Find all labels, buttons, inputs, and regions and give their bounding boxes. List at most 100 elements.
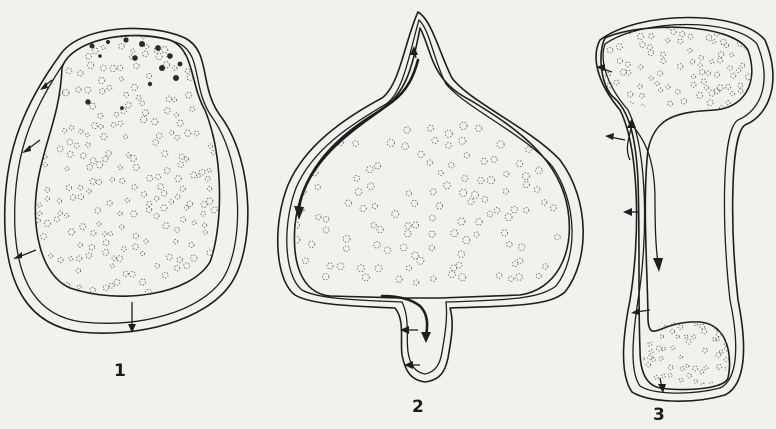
granule bbox=[620, 18, 626, 24]
granule bbox=[641, 357, 645, 361]
granule bbox=[377, 226, 383, 232]
granule bbox=[662, 374, 666, 378]
granule bbox=[115, 30, 120, 35]
granule bbox=[154, 213, 159, 218]
granule bbox=[103, 232, 107, 236]
granule bbox=[133, 164, 139, 170]
granule bbox=[114, 279, 120, 285]
figure-3-label: 3 bbox=[653, 407, 665, 424]
granule bbox=[174, 113, 178, 117]
granule bbox=[699, 69, 704, 74]
dark-granule bbox=[173, 75, 179, 81]
granule bbox=[738, 89, 743, 94]
granule bbox=[703, 348, 708, 353]
granule bbox=[668, 374, 672, 378]
granule bbox=[427, 160, 432, 165]
granule bbox=[109, 232, 113, 236]
granule bbox=[205, 176, 210, 181]
granule bbox=[74, 143, 79, 148]
granule bbox=[134, 63, 140, 69]
granule bbox=[34, 151, 40, 157]
granule bbox=[85, 87, 91, 93]
granule bbox=[451, 230, 458, 237]
granule bbox=[76, 87, 81, 92]
figure-3-wall-inner-line bbox=[603, 25, 764, 394]
granule bbox=[156, 133, 162, 139]
granule bbox=[534, 187, 540, 193]
granule bbox=[509, 276, 514, 281]
granule bbox=[697, 92, 703, 98]
granule bbox=[449, 271, 456, 278]
granule bbox=[651, 358, 655, 362]
granule bbox=[199, 169, 205, 175]
granule bbox=[458, 251, 465, 258]
granule bbox=[689, 313, 694, 318]
granule bbox=[178, 162, 184, 168]
granule bbox=[413, 280, 418, 285]
granule bbox=[175, 266, 180, 271]
granule bbox=[721, 39, 727, 45]
granule bbox=[700, 370, 704, 374]
granule bbox=[702, 329, 707, 334]
granule bbox=[691, 82, 696, 87]
granule bbox=[360, 205, 366, 211]
granule bbox=[660, 335, 663, 338]
granule bbox=[89, 245, 95, 251]
granule bbox=[87, 164, 93, 170]
granule bbox=[429, 231, 435, 237]
granule bbox=[430, 215, 436, 221]
granule bbox=[206, 198, 212, 204]
granule bbox=[374, 163, 380, 169]
granule bbox=[692, 335, 696, 339]
granule bbox=[57, 199, 61, 203]
granule bbox=[728, 66, 733, 71]
granule bbox=[672, 315, 676, 319]
granule bbox=[77, 256, 82, 261]
granule bbox=[620, 69, 626, 75]
granule bbox=[187, 201, 192, 206]
granule bbox=[110, 264, 114, 268]
granule bbox=[219, 86, 224, 91]
granule bbox=[463, 237, 470, 244]
granule bbox=[659, 357, 663, 361]
figure-2-protoplast bbox=[294, 28, 569, 298]
granule bbox=[175, 227, 180, 232]
granule bbox=[162, 272, 168, 278]
granule bbox=[706, 35, 712, 41]
granule bbox=[90, 179, 96, 185]
granule bbox=[90, 158, 96, 164]
granule bbox=[164, 168, 170, 174]
granule bbox=[202, 223, 206, 227]
granule bbox=[54, 31, 60, 37]
granule bbox=[175, 135, 180, 140]
granule bbox=[625, 62, 630, 67]
granule bbox=[459, 274, 466, 281]
granule bbox=[694, 380, 698, 384]
granule bbox=[701, 316, 705, 320]
granule bbox=[146, 207, 151, 212]
granule bbox=[78, 194, 83, 199]
granule bbox=[62, 129, 67, 134]
granule bbox=[680, 20, 684, 24]
granule bbox=[327, 263, 333, 269]
granule bbox=[57, 146, 63, 152]
granule bbox=[43, 163, 47, 167]
figure-1-protoplast bbox=[35, 35, 219, 296]
granule bbox=[153, 140, 159, 146]
dark-granule bbox=[178, 62, 183, 67]
granule bbox=[487, 211, 493, 217]
granule bbox=[175, 176, 181, 182]
granule bbox=[103, 285, 109, 291]
granule bbox=[491, 156, 497, 162]
granule bbox=[111, 122, 116, 127]
granule bbox=[355, 189, 362, 196]
granule bbox=[107, 201, 112, 206]
granule bbox=[31, 234, 37, 240]
granule bbox=[714, 88, 719, 93]
dark-granule bbox=[132, 55, 138, 61]
granule bbox=[92, 48, 98, 54]
granule bbox=[701, 383, 705, 387]
granule bbox=[482, 197, 488, 203]
figure-1-label: 1 bbox=[114, 363, 126, 380]
granule bbox=[133, 244, 139, 250]
